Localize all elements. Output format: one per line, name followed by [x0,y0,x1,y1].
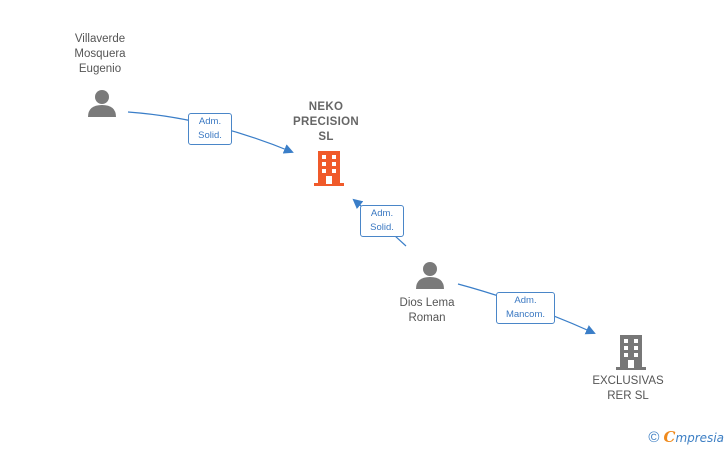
building-icon[interactable] [312,150,346,186]
copyright-icon: © [648,428,660,446]
edge-label-villaverde-neko[interactable]: Adm. Solid. [188,113,232,145]
footer-brand[interactable]: © Cmpresia [648,428,724,446]
person-villaverde-name: Villaverde Mosquera Eugenio [74,33,126,75]
company-exclusivas-name: EXCLUSIVAS RER SL [592,375,664,402]
person-dios-name: Dios Lema Roman [399,297,455,324]
brand-logo: Cmpresia [663,428,724,446]
edge-label-dios-neko[interactable]: Adm. Solid. [360,205,404,237]
person-icon[interactable] [415,260,445,290]
edge-label-dios-exclusivas[interactable]: Adm. Mancom. [496,292,555,324]
company-neko-name: NEKO PRECISION SL [293,101,359,143]
person-icon[interactable] [87,88,117,118]
building-icon[interactable] [614,334,648,370]
